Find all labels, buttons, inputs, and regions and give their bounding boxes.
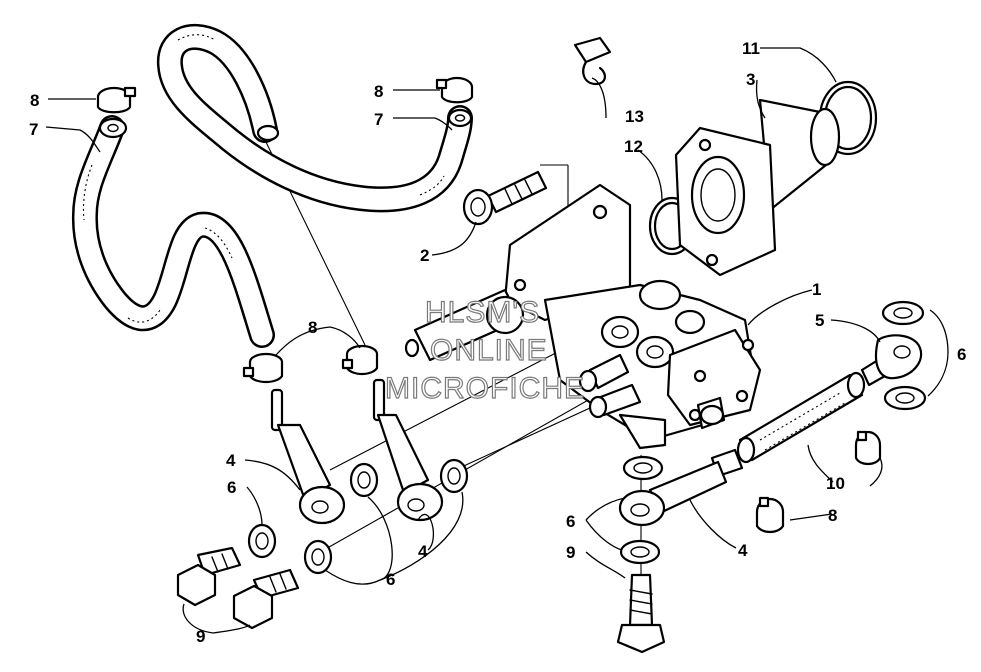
callout-6-bottom: 6 [566, 512, 575, 531]
housing-3 [674, 98, 841, 277]
callout-9-bottom: 9 [566, 543, 575, 562]
callout-11: 11 [742, 39, 760, 58]
callout-6-center: 6 [386, 570, 395, 589]
watermark: HLSM'S ONLINE MICROFICHE [384, 295, 585, 405]
washers-bottom-mid [619, 455, 664, 565]
banjo-fitting-bottom-right [618, 448, 744, 527]
fitting-5 [860, 334, 923, 387]
callout-6-right: 6 [957, 345, 966, 364]
callout-8-left: 8 [30, 91, 39, 110]
callout-8-bottom: 8 [828, 506, 837, 525]
callout-7-left: 7 [29, 120, 38, 139]
callout-7-top: 7 [374, 110, 383, 129]
callout-6-left: 6 [227, 478, 236, 497]
callout-12: 12 [624, 137, 643, 156]
callout-labels: 1 2 3 4 4 4 5 6 6 6 6 7 7 8 8 8 8 9 9 10… [29, 39, 966, 646]
oil-pump-body [404, 183, 762, 450]
watermark-line-3: MICROFICHE [385, 372, 585, 405]
clamp-banjo-right [341, 344, 379, 376]
clip-13 [573, 36, 612, 86]
clamp-banjo-left [242, 352, 284, 384]
callout-1: 1 [812, 280, 821, 299]
callout-4-center: 4 [418, 542, 428, 561]
banjo-bolt-bottom [616, 573, 666, 654]
washers-right [881, 300, 927, 411]
clamp-top-left [96, 86, 137, 114]
watermark-line-2: ONLINE [430, 334, 548, 367]
clamp-bottom-right-a [854, 430, 882, 466]
washers-left [247, 458, 469, 575]
hose-10 [736, 371, 866, 464]
banjo-bolt-left-a [176, 546, 242, 607]
callout-10: 10 [826, 474, 845, 493]
leader-lines [45, 47, 949, 634]
callout-8-center: 8 [308, 318, 317, 337]
callout-4-right: 4 [738, 541, 748, 560]
callout-2: 2 [420, 246, 429, 265]
clamp-bottom-right-b [755, 496, 785, 534]
callout-13: 13 [625, 107, 644, 126]
callout-5: 5 [815, 311, 824, 330]
clamp-top-mid [435, 76, 474, 104]
banjo-fitting-left [270, 388, 346, 525]
callout-4-left: 4 [226, 451, 236, 470]
hose-left [71, 115, 275, 348]
banjo-fitting-right [372, 378, 444, 522]
banjo-bolt-left-b [232, 568, 300, 630]
callout-3: 3 [746, 70, 755, 89]
callout-9-left: 9 [196, 627, 205, 646]
watermark-line-1: HLSM'S [425, 296, 540, 329]
bolt-2 [462, 170, 548, 226]
callout-8-top: 8 [374, 82, 383, 101]
hose-upper [156, 24, 473, 213]
